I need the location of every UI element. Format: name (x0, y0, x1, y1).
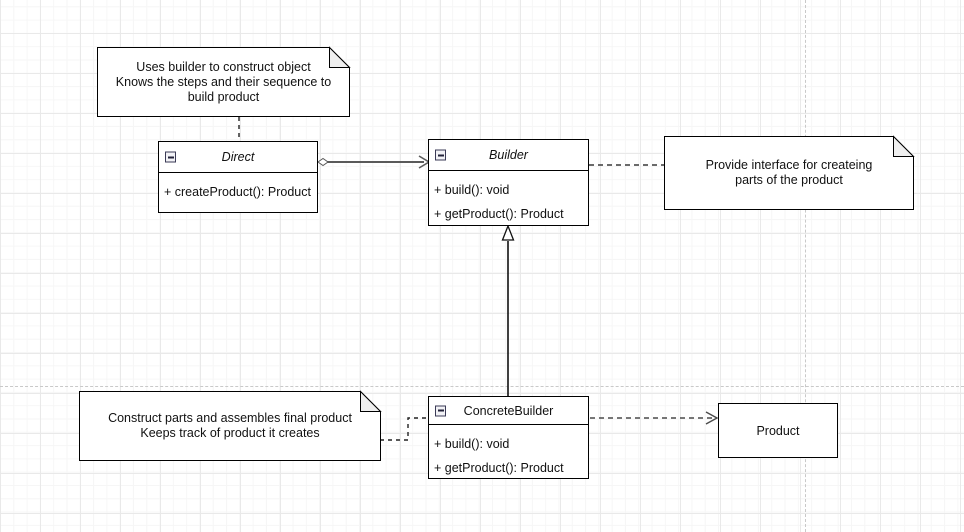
note-builder-text: Provide interface for createing parts of… (664, 136, 914, 210)
connector-concretebuilder-builder[interactable] (501, 224, 515, 396)
class-builder-name: Builder (489, 148, 528, 162)
page-break-guide-vertical (805, 0, 806, 532)
collapse-minus-icon[interactable] (165, 151, 176, 163)
note-line: Uses builder to construct object (136, 59, 311, 74)
class-concretebuilder-name: ConcreteBuilder (463, 403, 554, 418)
class-member: + createProduct(): Product (164, 185, 311, 199)
class-member: + getProduct(): Product (434, 461, 564, 475)
note-shape-concretebuilder (79, 390, 382, 461)
class-direct[interactable]: Direct + createProduct(): Product (158, 141, 318, 213)
note-shape-builder (664, 135, 915, 210)
class-direct-name: Direct (221, 150, 255, 164)
class-builder[interactable]: Builder + build(): void + getProduct(): … (428, 139, 589, 226)
class-member: + build(): void (434, 437, 510, 451)
note-shape-direct (97, 46, 351, 117)
note-concretebuilder-text: Construct parts and assembles final prod… (79, 391, 381, 461)
note-line: parts of the product (735, 173, 843, 187)
page-break-guide-horizontal (0, 386, 964, 387)
collapse-minus-icon[interactable] (435, 149, 446, 161)
class-concretebuilder[interactable]: ConcreteBuilder + build(): void + getPro… (428, 396, 589, 479)
class-product-name: Product (756, 423, 800, 438)
note-concretebuilder[interactable]: Construct parts and assembles final prod… (79, 390, 382, 461)
note-builder[interactable]: Provide interface for createing parts of… (664, 135, 915, 210)
note-line: Construct parts and assembles final prod… (108, 411, 352, 425)
note-line: Keeps track of product it creates (140, 426, 320, 440)
collapse-minus-icon[interactable] (435, 405, 446, 416)
connector-direct-builder[interactable] (317, 155, 431, 169)
class-member: + build(): void (434, 183, 510, 197)
class-builder-members: + build(): void + getProduct(): Product (429, 171, 588, 226)
connector-note-concretebuilder (380, 417, 427, 441)
class-member: + getProduct(): Product (434, 207, 564, 221)
note-direct[interactable]: Uses builder to construct object Knows t… (97, 46, 351, 117)
note-line: Knows the steps and their sequence to (115, 74, 332, 89)
note-line: build product (187, 89, 260, 104)
class-direct-header[interactable]: Direct (159, 142, 317, 173)
class-concretebuilder-members: + build(): void + getProduct(): Product (429, 425, 588, 480)
note-line: Provide interface for createing (705, 158, 873, 172)
class-product[interactable]: Product (718, 403, 838, 458)
connector-concretebuilder-product[interactable] (590, 411, 719, 425)
class-concretebuilder-header[interactable]: ConcreteBuilder (429, 397, 588, 425)
class-builder-header[interactable]: Builder (429, 140, 588, 171)
note-direct-text: Uses builder to construct object Knows t… (97, 47, 350, 117)
class-direct-members: + createProduct(): Product (159, 173, 317, 204)
